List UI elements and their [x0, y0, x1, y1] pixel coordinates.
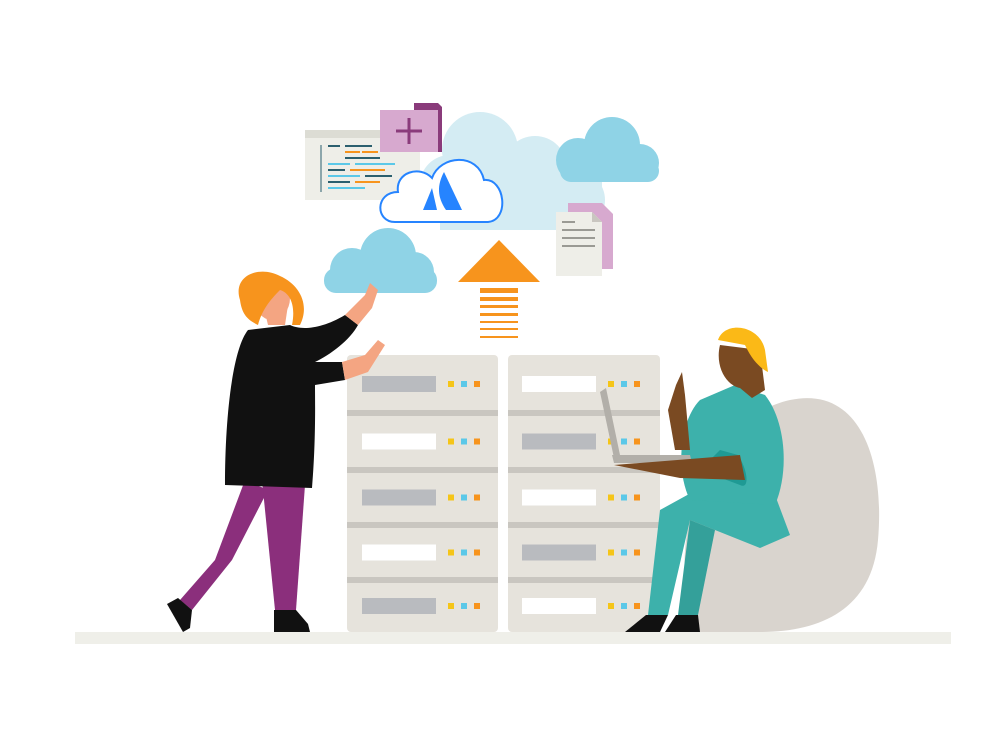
server-led	[474, 494, 480, 501]
server-rack-icon	[508, 355, 660, 632]
server-slot	[362, 598, 436, 614]
server-led	[474, 603, 480, 609]
document-icon	[556, 203, 613, 276]
server-led	[461, 603, 467, 609]
cloud-icon	[556, 117, 659, 182]
server-led	[621, 494, 627, 501]
server-led	[474, 438, 480, 445]
server-racks	[347, 355, 660, 632]
server-slot	[362, 376, 436, 392]
folder-plus-icon	[380, 103, 442, 152]
server-led	[608, 549, 614, 556]
man-figure	[600, 327, 790, 632]
cloud-icon	[324, 228, 437, 293]
upload-arrow-icon	[458, 240, 540, 338]
atlassian-cloud	[379, 158, 504, 223]
server-led	[621, 603, 627, 609]
server-led	[621, 549, 627, 556]
server-slot	[522, 598, 596, 614]
server-led	[621, 381, 627, 387]
server-led	[608, 381, 614, 387]
woman-figure	[167, 271, 385, 632]
server-led	[634, 494, 640, 501]
server-led	[448, 438, 454, 445]
server-led	[448, 494, 454, 501]
server-led	[474, 549, 480, 556]
floor	[75, 632, 951, 644]
server-led	[474, 381, 480, 387]
server-slot	[362, 433, 436, 450]
server-rack-icon	[347, 355, 498, 632]
server-led	[621, 438, 627, 445]
server-led	[634, 381, 640, 387]
server-led	[461, 381, 467, 387]
server-slot	[522, 376, 596, 392]
server-led	[634, 549, 640, 556]
server-slot	[522, 544, 596, 561]
atlassian-logo-icon	[423, 172, 462, 210]
server-slot	[522, 489, 596, 506]
server-led	[634, 438, 640, 445]
server-led	[461, 438, 467, 445]
server-slot	[522, 433, 596, 450]
server-led	[608, 603, 614, 609]
server-slot	[362, 544, 436, 561]
server-led	[461, 494, 467, 501]
server-led	[448, 603, 454, 609]
server-led	[448, 549, 454, 556]
server-led	[634, 603, 640, 609]
server-led	[608, 494, 614, 501]
server-led	[448, 381, 454, 387]
server-led	[461, 549, 467, 556]
server-slot	[362, 489, 436, 506]
